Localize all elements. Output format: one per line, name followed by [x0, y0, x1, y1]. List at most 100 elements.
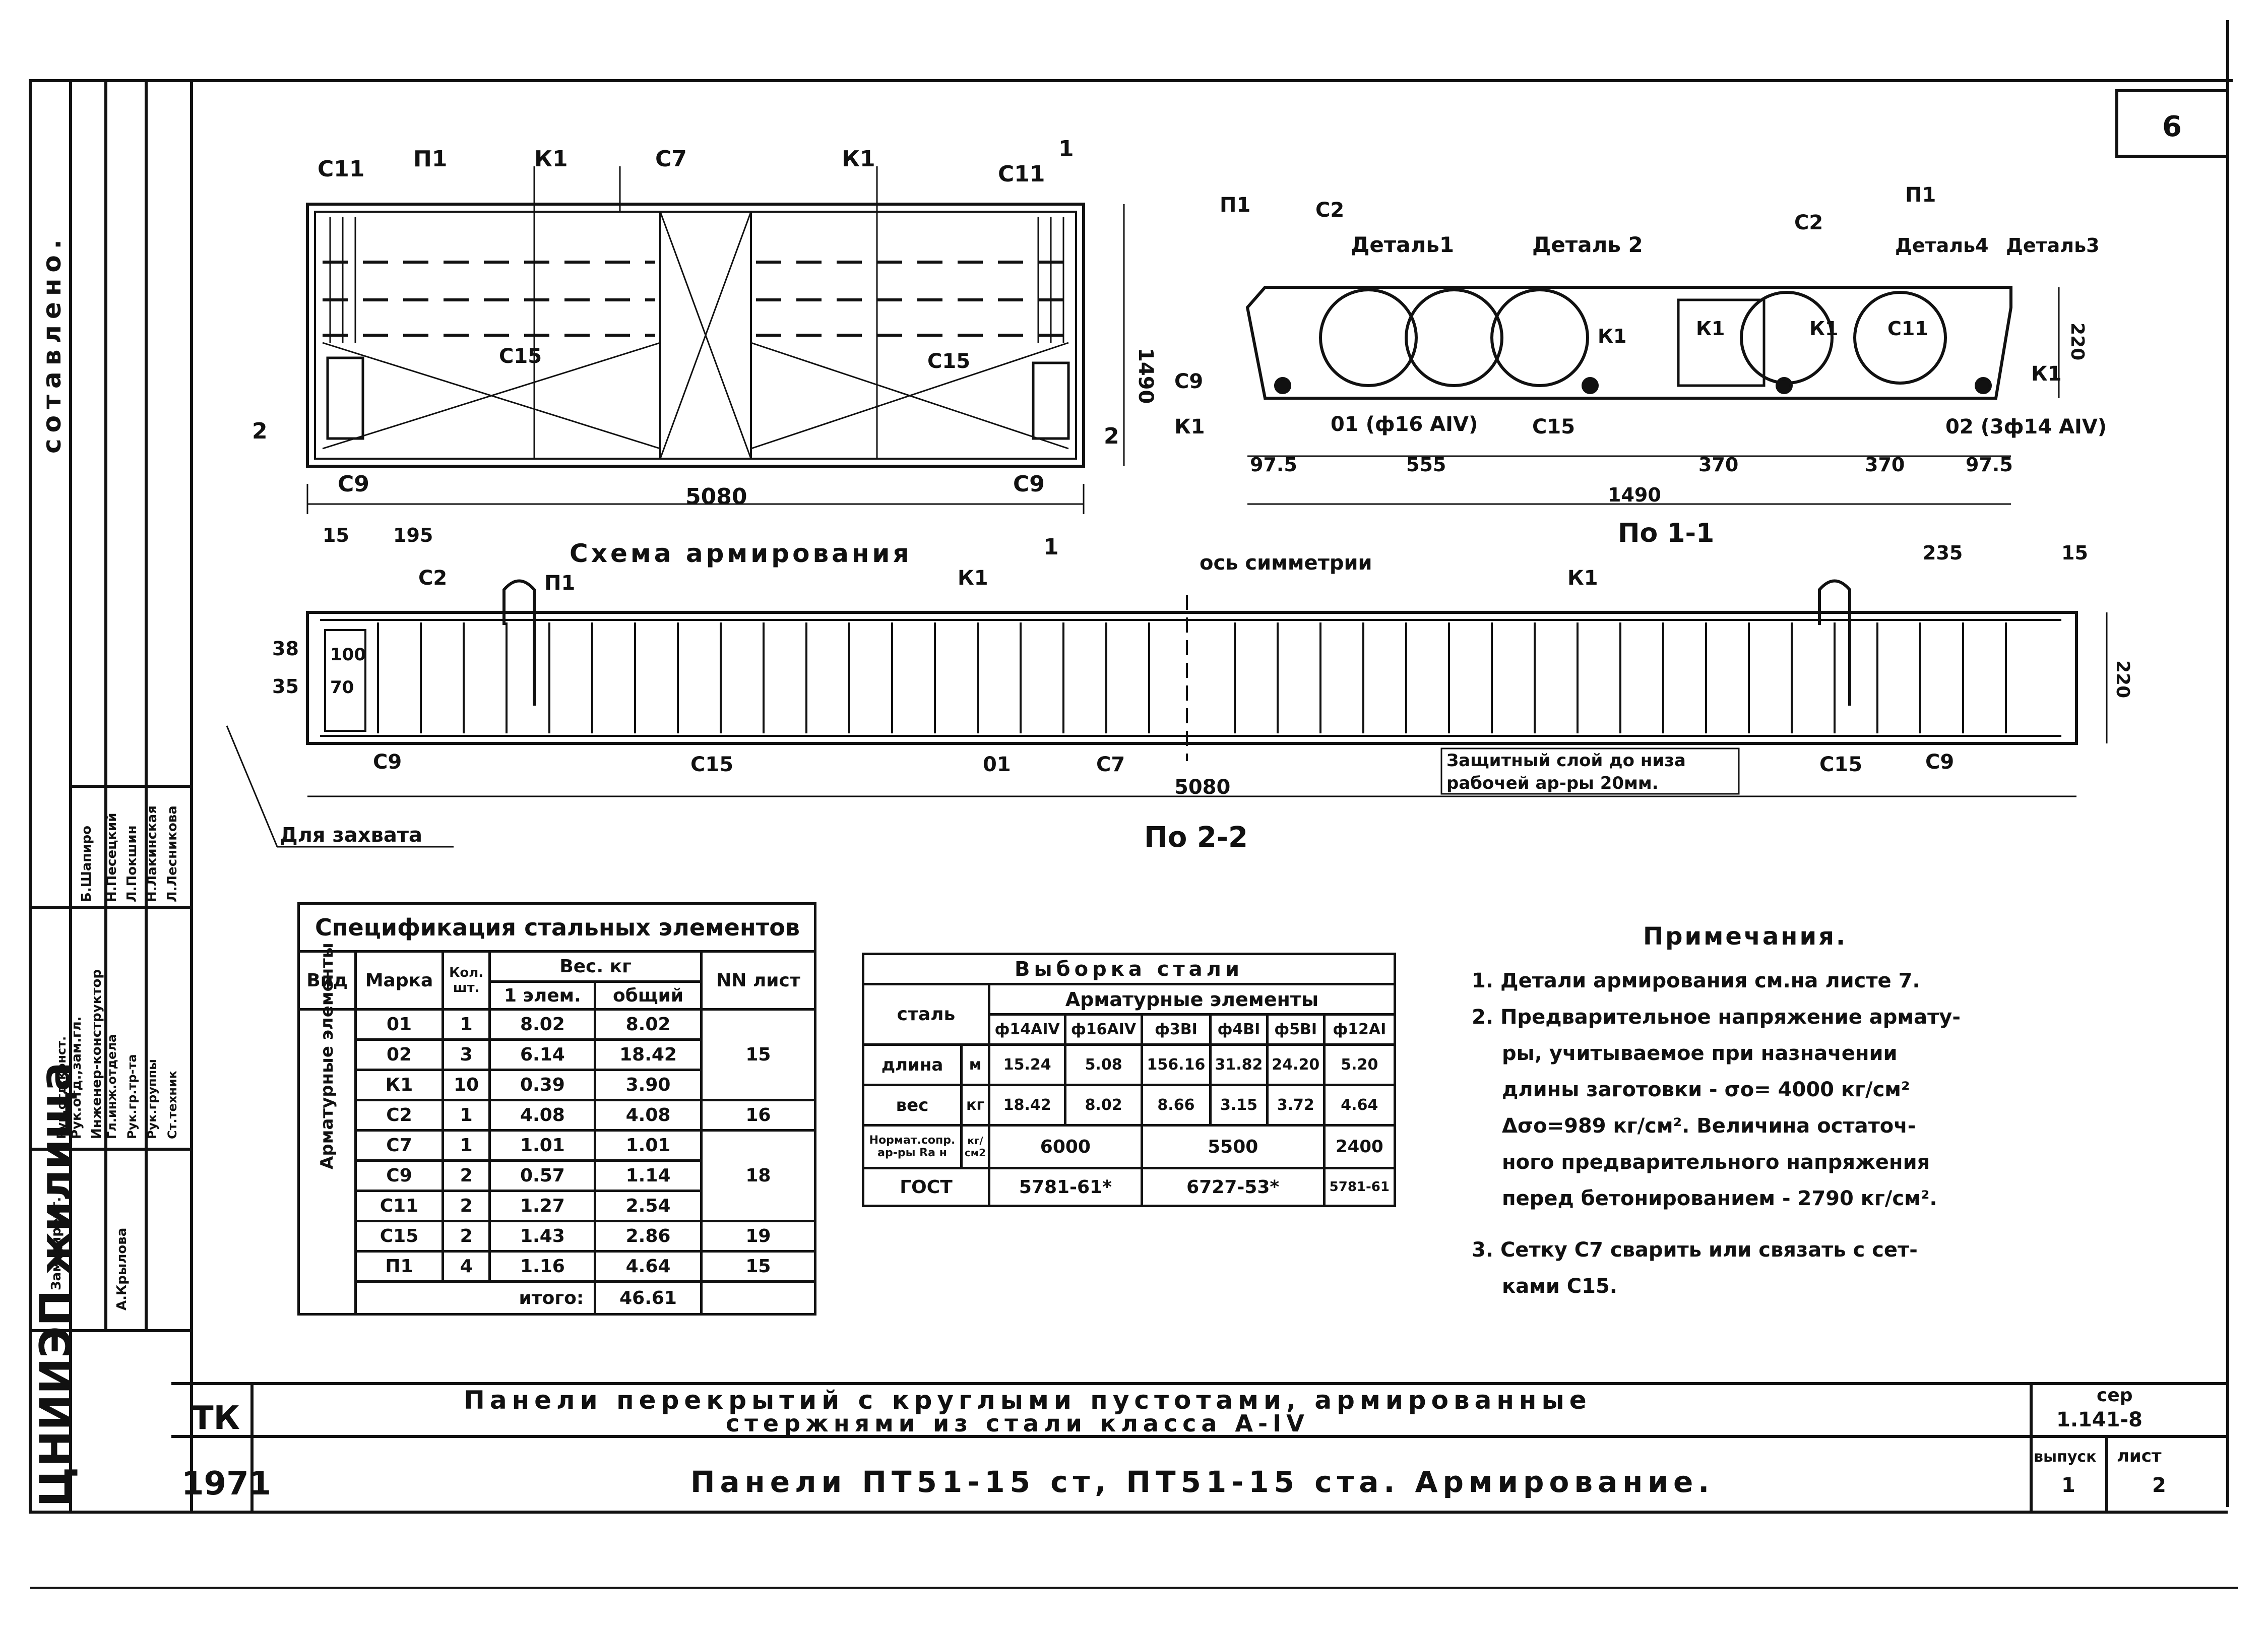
s22-label-k1-right: К1 [1567, 567, 1598, 590]
spec-row-total: 2.54 [594, 1190, 703, 1222]
lifting-loop-left [502, 579, 536, 706]
tb-title-1: Панели перекрытий с круглыми пустотами, … [464, 1386, 1592, 1415]
note-line: 3. Сетку С7 сварить или связать с сет- [1472, 1238, 1918, 1262]
s11-label-c15: С15 [1532, 415, 1575, 439]
spec-row-mark: С15 [354, 1220, 444, 1253]
s11-label-c2-b: С2 [1794, 211, 1823, 234]
note-line: перед бетонированием - 2790 кг/см². [1502, 1187, 1937, 1210]
steel-col-1: ф14АIV [987, 1013, 1067, 1046]
s22-label-k1-left: К1 [958, 567, 988, 590]
spec-row-total: 1.01 [594, 1129, 703, 1162]
tb-tk: ТК [192, 1400, 240, 1437]
steel-gost-v1: 5781-61* [988, 1167, 1143, 1207]
spec-total-label: итого: [354, 1280, 597, 1316]
spec-row-qty: 2 [441, 1190, 491, 1222]
section-2-2-outline [306, 611, 2078, 745]
note-line: ного предварительного напряжения [1502, 1151, 1930, 1174]
s11-label-bar02: 02 (3ф14 АIV) [1945, 415, 2107, 439]
tb-year: 1971 [181, 1465, 271, 1503]
label-c9-left: С9 [338, 471, 369, 497]
s22-dim-38: 38 [272, 638, 299, 660]
s22-dim-100: 100 [330, 645, 366, 665]
steel-col-2: ф16АIV [1064, 1013, 1143, 1046]
s22-dim-right-b: 15 [2061, 542, 2088, 564]
spec-row-total: 8.02 [594, 1008, 703, 1041]
spec-row-mark: С2 [354, 1099, 444, 1132]
spec-header-sheet: NN лист [700, 950, 817, 1011]
spec-row-mark: П1 [354, 1250, 444, 1283]
s11-label-c2-a: С2 [1315, 199, 1344, 222]
section-1-1-outline [1245, 286, 2012, 400]
s22-dim-35: 35 [272, 675, 299, 698]
top-plan-inner [314, 211, 1077, 460]
s22-label-c7: С7 [1096, 753, 1125, 776]
spec-row-one: 0.57 [488, 1159, 597, 1192]
steel-col-5: ф5ВI [1266, 1013, 1326, 1046]
dim-top-width: 1490 [1134, 348, 1157, 404]
steel-table-title: Выборка стали [862, 953, 1396, 985]
note-line: ры, учитываемое при назначении [1502, 1042, 1898, 1065]
tb-title-3: Панели ПТ51-15 ст, ПТ51-15 ста. Армирова… [690, 1465, 1714, 1499]
s22-dim-length: 5080 [1174, 776, 1230, 799]
stamp-role-8: Рук.группы [145, 1059, 159, 1139]
label-c15-right: С15 [927, 350, 970, 373]
marker-2-left: 2 [252, 418, 268, 444]
steel-weight-val: 8.02 [1064, 1084, 1143, 1127]
stamp-role-4: А.Крылова [114, 1228, 130, 1310]
spec-row-qty: 2 [441, 1220, 491, 1253]
steel-weight-label: вес [862, 1084, 963, 1127]
spec-header-weight: Вес. кг [488, 950, 703, 983]
steel-col-4: ф4ВI [1209, 1013, 1269, 1046]
spec-row-one: 6.14 [488, 1038, 597, 1071]
tb-issue-label: выпуск [2034, 1448, 2097, 1466]
tb-sheet-value: 2 [2152, 1474, 2166, 1497]
s22-label-grip: Для захвата [280, 824, 422, 847]
label-c9-right: С9 [1013, 471, 1045, 497]
s22-cover-note-1: Защитный слой до низа [1446, 751, 1686, 771]
steel-length-val: 31.82 [1209, 1043, 1269, 1086]
notes-title: Примечания. [1643, 922, 1848, 951]
s11-label-c11: С11 [1887, 318, 1928, 340]
spec-row-one: 1.43 [488, 1220, 597, 1253]
spec-row-mark: К1 [354, 1069, 444, 1101]
steel-weight-val: 3.15 [1209, 1084, 1269, 1127]
spec-row-qty: 1 [441, 1129, 491, 1162]
stamp-role-3: Инженер-конструктор [89, 969, 104, 1139]
spec-row-one: 0.39 [488, 1069, 597, 1101]
note-line: ками С15. [1502, 1275, 1618, 1298]
spec-row-sheet: 15 [700, 1008, 817, 1101]
tb-issue-value: 1 [2061, 1474, 2075, 1497]
stamp-role-2: Рук.отд.,зам.гл. [69, 1017, 84, 1140]
spec-row-total: 1.14 [594, 1159, 703, 1192]
steel-gost-v3: 5781-61 [1322, 1167, 1397, 1207]
stamp-vertical-top: сотавлено. [37, 233, 67, 454]
spec-row-mark: С9 [354, 1159, 444, 1192]
spec-header-one: 1 элем. [488, 980, 597, 1011]
steel-col-6: ф12АI [1322, 1013, 1397, 1046]
s11-label-detail2: Деталь 2 [1532, 232, 1643, 257]
spec-row-qty: 3 [441, 1038, 491, 1071]
s22-title: Схема армирования [570, 539, 912, 568]
steel-weight-val: 4.64 [1322, 1084, 1397, 1127]
note-line: длины заготовки - σо= 4000 кг/см² [1502, 1078, 1910, 1101]
side-stamp-strip [29, 79, 193, 1514]
stamp-name-5: Л.Лесникова [165, 805, 180, 902]
sheet-number: 6 [2162, 110, 2182, 143]
steel-norm-unit: кг/см2 [960, 1124, 990, 1169]
spec-row-one: 1.01 [488, 1129, 597, 1162]
steel-length-unit: м [960, 1043, 990, 1086]
spec-row-one: 8.02 [488, 1008, 597, 1041]
void-circle-3 [1490, 288, 1589, 387]
s22-dim-right-a: 235 [1923, 542, 1963, 564]
tb-series-value: 1.141-8 [2056, 1408, 2143, 1431]
s11-dim-d: 370 [1865, 454, 1905, 476]
tb-title-2: стержнями из стали класса А-IV [726, 1410, 1309, 1437]
spec-row-one: 4.08 [488, 1099, 597, 1132]
s11-label-k1-b: К1 [1696, 318, 1725, 340]
s11-dim-a: 97.5 [1250, 454, 1297, 476]
s22-dim-height: 220 [2112, 660, 2133, 698]
section-mark-top: 1 [1058, 136, 1074, 162]
notes-body: 1. Детали армирования см.на листе 7. 2. … [1472, 963, 1961, 1304]
steel-weight-val: 8.66 [1140, 1084, 1212, 1127]
s22-dim-left-b: 195 [393, 524, 433, 546]
